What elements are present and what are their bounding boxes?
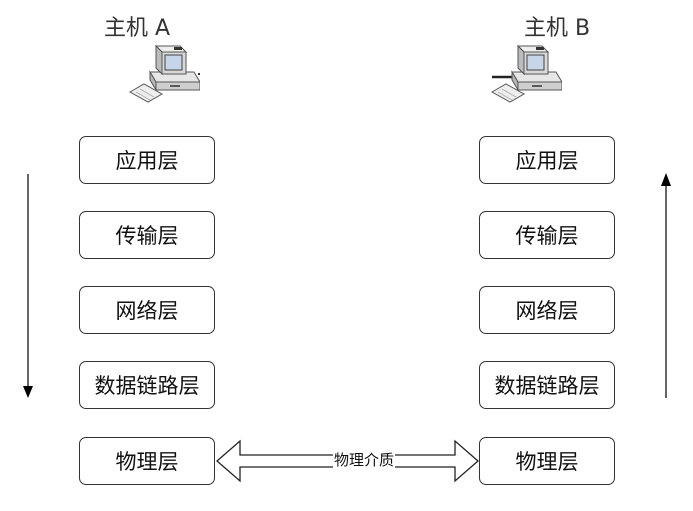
host-a-label: 主机 A: [104, 16, 171, 41]
host-b-label: 主机 B: [524, 16, 591, 41]
computer-icon: [128, 44, 200, 103]
layer-transport-b: 传输层: [479, 211, 615, 259]
layer-datalink-b: 数据链路层: [479, 361, 615, 409]
layer-physical-b: 物理层: [479, 437, 615, 485]
layer-datalink-a: 数据链路层: [79, 361, 215, 409]
layer-application-a: 应用层: [79, 136, 215, 184]
layer-physical-a: 物理层: [79, 437, 215, 485]
computer-icon: [490, 44, 562, 103]
medium-label: 物理介质: [333, 451, 396, 469]
layer-network-a: 网络层: [79, 286, 215, 334]
layer-transport-a: 传输层: [79, 211, 215, 259]
layer-network-b: 网络层: [479, 286, 615, 334]
down-flow-arrow: [23, 174, 33, 398]
up-flow-arrow: [661, 173, 671, 398]
layer-application-b: 应用层: [479, 136, 615, 184]
